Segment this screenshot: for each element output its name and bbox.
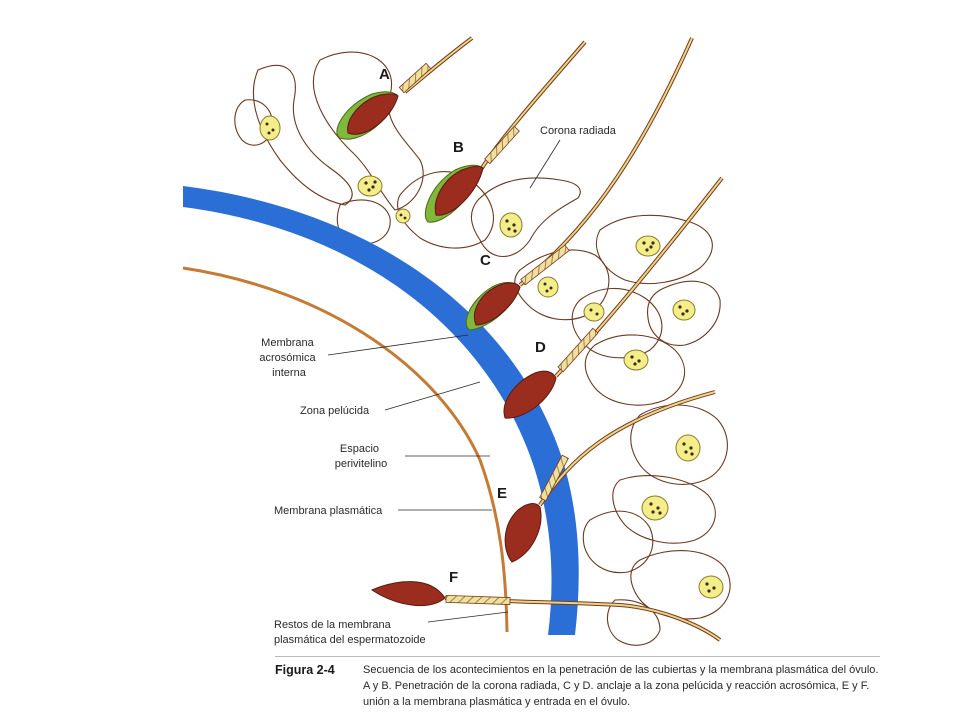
label-espacio-perivitelino: Espacio perivitelino <box>335 443 388 470</box>
label-line: interna <box>272 367 307 379</box>
caption-text: Secuencia de los acontecimientos en la p… <box>363 664 879 708</box>
sperm-c <box>465 37 694 331</box>
sperm-f <box>370 581 722 642</box>
stage-label-f: F <box>449 569 458 586</box>
leader-lines <box>327 139 561 623</box>
sperm-e <box>504 390 716 563</box>
stage-label-e: E <box>497 485 507 502</box>
corona-cell-nuclei <box>259 115 724 599</box>
label-line: perivitelino <box>335 458 388 470</box>
nucleus <box>259 115 281 141</box>
nucleus <box>395 208 411 224</box>
sperm-b <box>424 40 587 223</box>
label-line: acrosómica <box>259 352 316 364</box>
label-restos-membrana: Restos de la membrana plasmática del esp… <box>274 619 426 646</box>
stage-label-b: B <box>453 139 464 156</box>
label-line: Restos de la membrana <box>274 619 392 631</box>
stage-label-c: C <box>480 252 491 269</box>
nucleus <box>698 575 724 599</box>
nucleus <box>675 434 701 462</box>
nucleus <box>537 276 559 298</box>
nucleus <box>583 302 605 322</box>
nucleus <box>641 495 669 521</box>
label-membrana-acrosomica: Membrana acrosómica interna <box>259 337 318 379</box>
plasma-membrane-line <box>182 266 509 633</box>
label-line: Membrana <box>261 337 314 349</box>
nucleus <box>672 299 696 321</box>
nucleus <box>623 349 649 371</box>
label-zona-pelucida: Zona pelúcida <box>300 405 370 417</box>
caption-divider <box>275 656 880 657</box>
nucleus <box>357 175 383 197</box>
caption-title: Figura 2-4 <box>275 663 335 677</box>
nucleus <box>635 235 661 257</box>
label-corona-radiada: Corona radiada <box>540 125 617 137</box>
label-line: plasmática del espermatozoide <box>274 634 426 646</box>
sperm-a <box>336 36 474 140</box>
stage-label-d: D <box>535 339 546 356</box>
sperm-d <box>503 176 724 419</box>
label-membrana-plasmatica: Membrana plasmática <box>274 505 383 517</box>
label-line: Espacio <box>340 443 379 455</box>
nucleus <box>499 212 523 238</box>
stage-label-a: A <box>379 66 390 83</box>
